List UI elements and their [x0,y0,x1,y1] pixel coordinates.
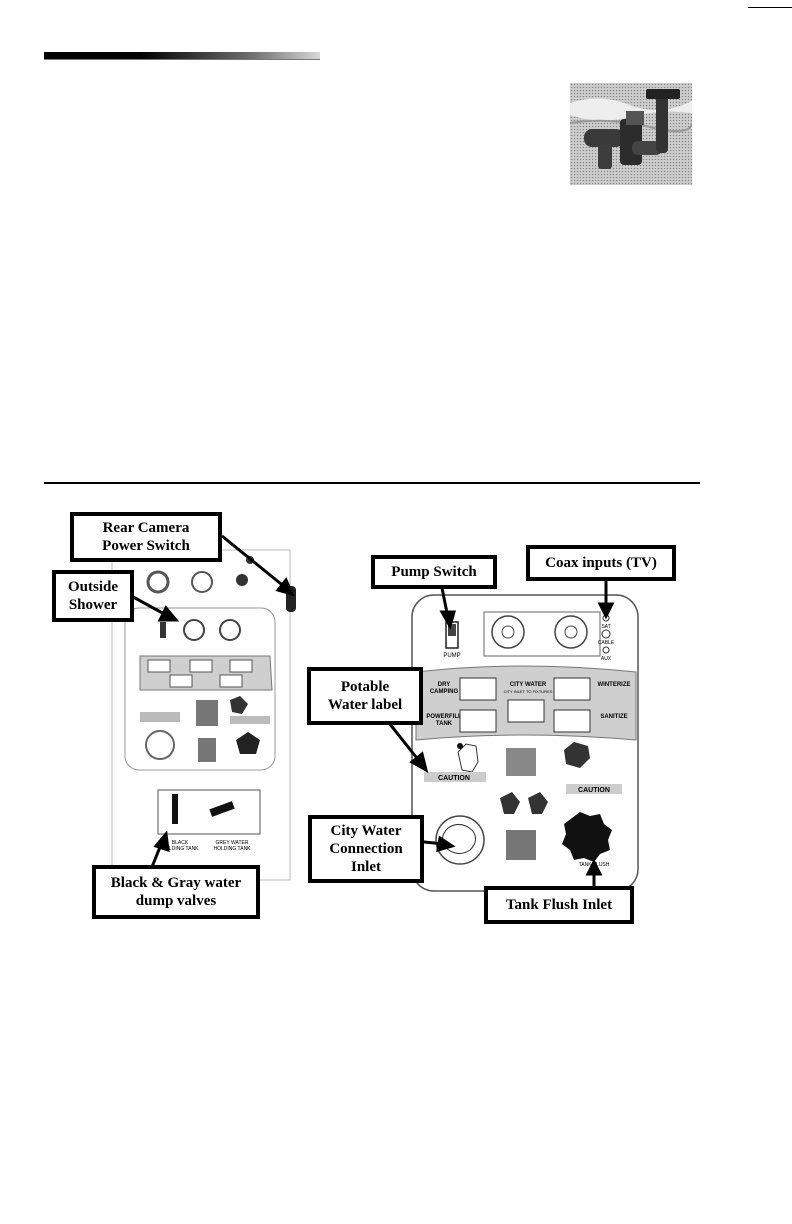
valve-photo [570,83,692,185]
svg-text:SANITIZE: SANITIZE [600,714,627,720]
svg-text:GREY WATER: GREY WATER [216,840,249,846]
svg-text:TANK: TANK [436,721,453,727]
svg-text:AUX: AUX [601,656,612,662]
right-zoomed-panel: PUMP SAT CABLE AUX DRY CAMPING CITY WATE… [411,594,639,892]
city-water-inlet-callout: City Water Connection Inlet [308,815,424,883]
svg-text:HOLDING TANK: HOLDING TANK [161,846,199,852]
svg-text:CABLE: CABLE [598,640,615,646]
header-bar-underline [44,59,320,60]
dump-valves-callout: Black & Gray water dump valves [92,865,260,919]
svg-text:CAUTION: CAUTION [438,775,470,782]
tank-flush-callout: Tank Flush Inlet [484,886,634,924]
coax-inputs-callout: Coax inputs (TV) [526,545,676,581]
section-divider [44,482,700,484]
svg-text:DRY: DRY [438,682,450,688]
svg-text:WINTERIZE: WINTERIZE [598,682,631,688]
left-side-panel: BLACK HOLDING TANK GREY WATER HOLDING TA… [111,549,296,881]
potable-water-callout: Potable Water label [307,667,423,725]
svg-text:CAUTION: CAUTION [578,787,610,794]
svg-text:CAMPING: CAMPING [430,689,459,695]
header-bar [44,52,320,59]
svg-text:SAT: SAT [601,624,610,630]
svg-text:CITY WATER: CITY WATER [510,682,547,688]
pump-switch-callout: Pump Switch [371,555,497,589]
outside-shower-callout: Outside Shower [52,570,134,622]
rear-camera-callout: Rear Camera Power Switch [70,512,222,562]
svg-text:BLACK: BLACK [172,840,189,846]
svg-text:CITY INLET TO FIXTURES: CITY INLET TO FIXTURES [504,689,553,694]
svg-text:HOLDING TANK: HOLDING TANK [213,846,251,852]
top-edge-rule [748,7,792,8]
pump-label: PUMP [443,653,460,659]
svg-text:POWERFILL: POWERFILL [426,714,462,720]
